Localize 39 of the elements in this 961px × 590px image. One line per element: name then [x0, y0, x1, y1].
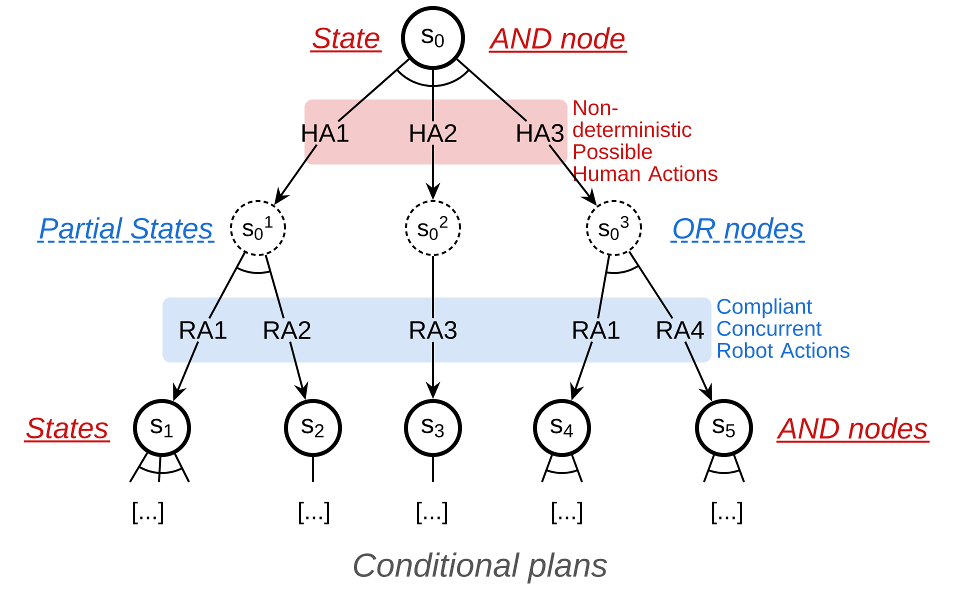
underlined-label: AND nodes [776, 417, 930, 443]
underlined-label: Partial States [37, 217, 215, 243]
action-label: RA4 [657, 321, 704, 339]
caption: Conditional plans [354, 552, 608, 584]
connector-line [456, 58, 528, 122]
underlined-label: AND node [488, 27, 628, 53]
action-label: RA3 [410, 321, 457, 339]
ellipsis-text: [...] [712, 502, 742, 524]
connector-line [432, 70, 434, 122]
action-label: RA2 [264, 321, 310, 339]
action-label: HA3 [517, 124, 564, 142]
connector-line [158, 456, 162, 482]
connector-line [628, 250, 674, 319]
connector-line [208, 252, 246, 319]
action-label: RA1 [180, 321, 226, 339]
underlined-label: State [310, 28, 382, 52]
connector-line [432, 256, 434, 318]
ellipsis-text: [...] [133, 502, 163, 524]
connector-line [733, 454, 745, 482]
connector-line [432, 457, 434, 482]
ellipsis-text: [...] [552, 502, 582, 524]
band-label: Non-deterministic Possible Human Actions [573, 100, 718, 182]
connector-line [597, 255, 610, 319]
underlined-label: States [24, 418, 110, 442]
action-label: HA2 [410, 124, 456, 142]
connector-line [129, 452, 148, 483]
connector-line [703, 454, 715, 482]
ellipsis-text: [...] [299, 502, 329, 524]
action-label: RA1 [573, 321, 620, 339]
connector-line [312, 457, 314, 482]
action-label: HA1 [302, 124, 348, 142]
connector-line [541, 454, 553, 482]
connector-line [338, 58, 410, 122]
band-label: Compliant Concurrent Robot Actions [717, 298, 850, 358]
connector-line [174, 454, 190, 482]
ellipsis-text: [...] [417, 502, 447, 524]
connector-line [264, 254, 285, 318]
connector-line [571, 454, 583, 482]
underlined-label: OR nodes [670, 217, 806, 243]
